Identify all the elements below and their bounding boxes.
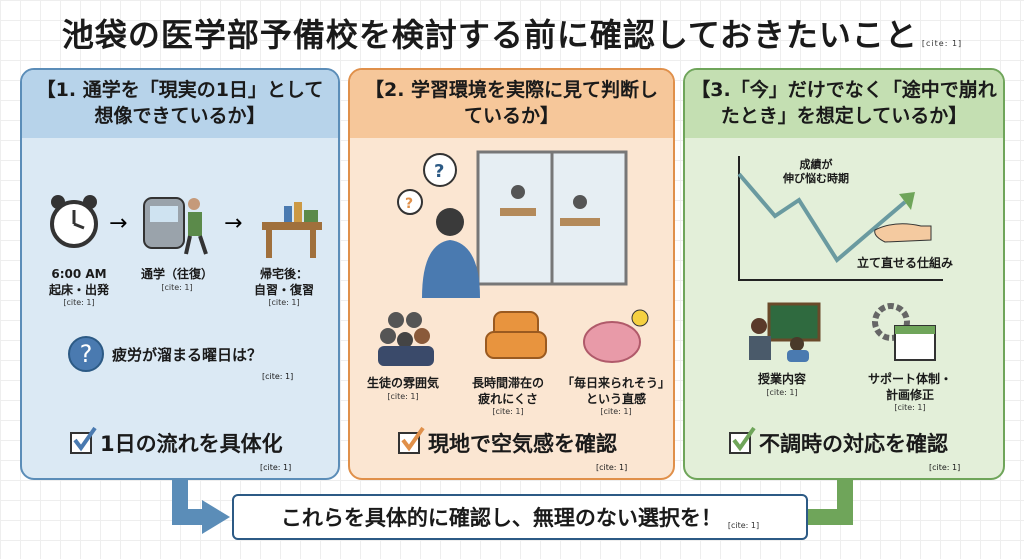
item-comfort: 長時間滞在の 疲れにくさ[cite: 1] xyxy=(458,376,558,418)
cite: [cite: 1] xyxy=(596,463,628,472)
train-commuter-icon xyxy=(143,197,208,255)
item-atmosphere: 生徒の雰囲気[cite: 1] xyxy=(358,376,448,402)
cite: [cite: 1] xyxy=(268,298,300,308)
cite: [cite: 1] xyxy=(492,407,524,417)
recovery-graph-illustration xyxy=(737,156,943,281)
svg-text:?: ? xyxy=(434,161,444,182)
brain-lightbulb-icon xyxy=(583,309,649,363)
summary-text: これらを具体的に確認し、無理のない選択を！ xyxy=(280,506,722,530)
cite: [cite: 1] xyxy=(921,39,963,48)
step-commute: 通学（往復）[cite: 1] xyxy=(132,267,222,293)
gear-calendar-icon xyxy=(872,303,936,361)
armchair-icon xyxy=(485,311,547,359)
checkbox-icon xyxy=(729,426,756,454)
item-label: 授業内容 xyxy=(757,372,806,386)
blue-arrow xyxy=(172,478,205,525)
cite: [cite: 1] xyxy=(727,521,760,530)
item-label: 長時間滞在の 疲れにくさ xyxy=(471,376,544,406)
recover-label: 立て直せる仕組み xyxy=(856,256,953,270)
cite: [cite: 1] xyxy=(387,391,419,401)
arrow-icon: → xyxy=(109,211,127,236)
step-home: 帰宅後： 自習・復習[cite: 1] xyxy=(244,267,324,309)
teacher-icon xyxy=(749,302,821,362)
item-intuition: 「毎日来られそう」 という直感[cite: 1] xyxy=(558,376,673,418)
check-label: 現地で空気感を確認 xyxy=(428,432,617,456)
title-text: 池袋の医学部予備校を検討する前に確認しておきたいこと xyxy=(61,16,918,54)
panel-heading: 【3.「今」だけでなく「途中で崩れたとき」を想定しているか】 xyxy=(685,70,1003,138)
item-label: サポート体制・ 計画修正 xyxy=(867,372,952,402)
item-label: 「毎日来られそう」 という直感 xyxy=(561,376,670,406)
panel-heading: 【1. 通学を「現実の1日」として想像できているか】 xyxy=(22,70,338,138)
checkpoint: 不調時の対応を確認 xyxy=(729,426,948,458)
score-line xyxy=(737,172,907,264)
arrow-icon: → xyxy=(224,211,242,236)
support-icons xyxy=(749,302,936,362)
helping-hand-icon xyxy=(874,223,932,243)
cite: [cite: 1] xyxy=(929,463,961,472)
cite: [cite: 1] xyxy=(262,372,294,381)
check-label: 1日の流れを具体化 xyxy=(100,432,283,456)
item-label: 生徒の雰囲気 xyxy=(366,376,439,390)
item-support: サポート体制・ 計画修正[cite: 1] xyxy=(855,372,965,414)
alarm-clock-icon xyxy=(50,195,98,248)
panel-setback: 【3.「今」だけでなく「途中で崩れたとき」を想定しているか】 成績が 伸び悩む時… xyxy=(683,68,1005,480)
panel-environment: 【2. 学習環境を実際に見て判断しているか】 ? ? 生徒の雰囲気[cite: … xyxy=(348,68,675,480)
students-icon xyxy=(378,312,434,366)
cite: [cite: 1] xyxy=(260,463,292,472)
step-wake: 6:00 AM 起床・出発[cite: 1] xyxy=(44,267,114,309)
step-label: 帰宅後： 自習・復習 xyxy=(253,267,314,297)
check-label: 不調時の対応を確認 xyxy=(759,432,948,456)
checkbox-icon xyxy=(398,426,425,454)
item-classes: 授業内容[cite: 1] xyxy=(737,372,827,398)
environment-icons xyxy=(378,309,649,366)
cite: [cite: 1] xyxy=(63,298,95,308)
cite: [cite: 1] xyxy=(894,403,926,413)
observing-classroom-illustration: ? ? xyxy=(397,150,628,298)
desk-icon xyxy=(262,202,322,258)
checkpoint: 1日の流れを具体化 xyxy=(70,426,283,458)
cite: [cite: 1] xyxy=(161,282,193,292)
fatigue-question: 疲労が溜まる曜日は？ xyxy=(112,346,263,364)
page-title: 池袋の医学部予備校を検討する前に確認しておきたいこと[cite: 1] xyxy=(0,10,1024,56)
checkpoint: 現地で空気感を確認 xyxy=(398,426,617,458)
step-label: 通学（往復） xyxy=(140,267,213,281)
question-icon: ? xyxy=(68,336,104,372)
cite: [cite: 1] xyxy=(600,407,632,417)
cite: [cite: 1] xyxy=(766,387,798,397)
panel-heading: 【2. 学習環境を実際に見て判断しているか】 xyxy=(350,70,673,138)
commute-illustration: → → xyxy=(50,195,322,258)
svg-text:?: ? xyxy=(405,196,413,212)
step-label: 6:00 AM 起床・出発 xyxy=(48,267,109,297)
summary-banner: これらを具体的に確認し、無理のない選択を！ [cite: 1] xyxy=(232,494,808,540)
checkbox-icon xyxy=(70,426,97,454)
panel-commute: 【1. 通学を「現実の1日」として想像できているか】 → → 6:00 AM 起… xyxy=(20,68,340,480)
blue-arrowhead xyxy=(202,500,230,534)
dip-label: 成績が 伸び悩む時期 xyxy=(783,158,849,186)
green-arrow xyxy=(808,478,853,525)
